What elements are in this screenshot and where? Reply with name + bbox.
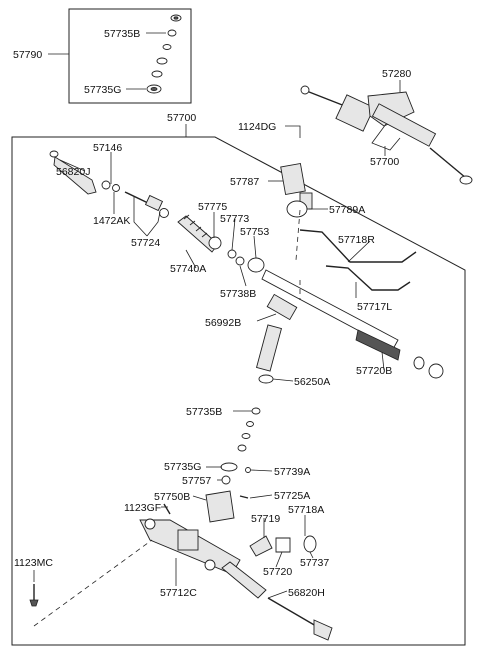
label-57735g-kit: 57735G bbox=[84, 84, 121, 96]
label-57718a: 57718A bbox=[288, 504, 324, 516]
label-57735b-kit: 57735B bbox=[104, 28, 140, 40]
label-57775: 57775 bbox=[198, 201, 227, 213]
label-57773: 57773 bbox=[220, 213, 249, 225]
label-56820j: 56820J bbox=[56, 166, 90, 178]
label-57712c: 57712C bbox=[160, 587, 197, 599]
label-57717l: 57717L bbox=[357, 301, 392, 313]
label-57146: 57146 bbox=[93, 142, 122, 154]
label-57753: 57753 bbox=[240, 226, 269, 238]
main-assembly-frame bbox=[11, 136, 466, 646]
part-labels: 57790 57735B 57735G 57280 57700 57700 11… bbox=[13, 28, 411, 599]
label-57790: 57790 bbox=[13, 49, 42, 61]
label-57280: 57280 bbox=[382, 68, 411, 80]
assembly-overview-illustration bbox=[300, 85, 473, 185]
label-57789a: 57789A bbox=[329, 204, 365, 216]
label-1124dg: 1124DG bbox=[238, 121, 276, 133]
label-57720b: 57720B bbox=[356, 365, 392, 377]
label-57739a: 57739A bbox=[274, 466, 310, 478]
label-57725a: 57725A bbox=[274, 490, 310, 502]
label-57737: 57737 bbox=[300, 557, 329, 569]
label-57700-overview: 57700 bbox=[370, 156, 399, 168]
label-56250a: 56250A bbox=[294, 376, 330, 388]
label-57724: 57724 bbox=[131, 237, 160, 249]
label-57735b: 57735B bbox=[186, 406, 222, 418]
label-1123mc: 1123MC bbox=[14, 557, 53, 569]
label-57718r: 57718R bbox=[338, 234, 375, 246]
left-tie-rod-illustration bbox=[49, 150, 169, 218]
reference-dashes bbox=[33, 209, 301, 627]
label-57719: 57719 bbox=[251, 513, 280, 525]
seal-kit-parts bbox=[146, 14, 182, 94]
label-1123gf: 1123GF bbox=[124, 502, 161, 514]
label-57738b: 57738B bbox=[220, 288, 256, 300]
label-57757: 57757 bbox=[182, 475, 211, 487]
label-57720: 57720 bbox=[263, 566, 292, 578]
label-57787: 57787 bbox=[230, 176, 259, 188]
leader-lines bbox=[33, 32, 401, 599]
label-56992b: 56992B bbox=[205, 317, 241, 329]
pinion-valve-illustration bbox=[205, 324, 283, 523]
seal-kit-frame bbox=[68, 8, 192, 104]
label-56820h: 56820H bbox=[288, 587, 325, 599]
fluid-lines-illustration bbox=[299, 229, 417, 291]
label-57750b: 57750B bbox=[154, 491, 190, 503]
label-1472ak: 1472AK bbox=[93, 215, 130, 227]
label-57735g: 57735G bbox=[164, 461, 201, 473]
label-57700-main: 57700 bbox=[167, 112, 196, 124]
rack-housing-illustration bbox=[261, 162, 444, 379]
gear-housing-illustration bbox=[29, 503, 333, 641]
left-boot-illustration bbox=[177, 214, 265, 273]
label-57740a: 57740A bbox=[170, 263, 206, 275]
